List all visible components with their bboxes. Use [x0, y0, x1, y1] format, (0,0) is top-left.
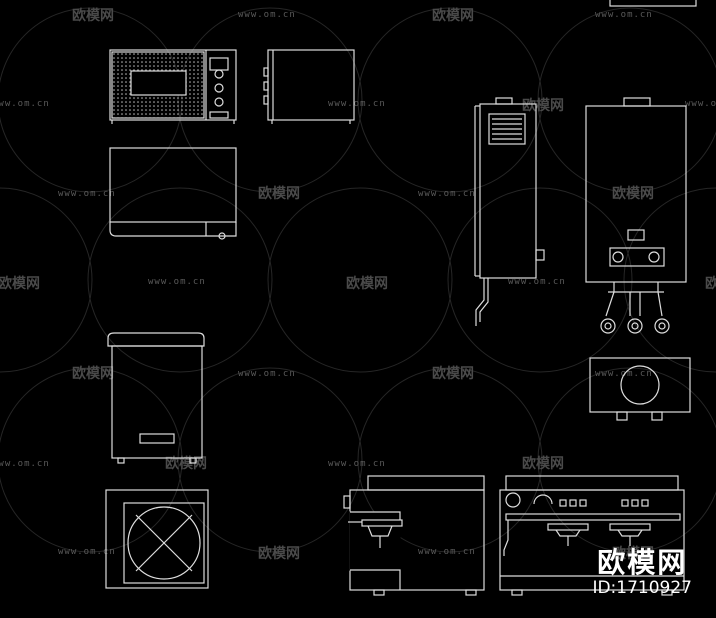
- microwave-front-view: [109, 49, 237, 124]
- svg-text:欧模网: 欧模网: [612, 545, 654, 562]
- svg-text:www.om.cn: www.om.cn: [148, 277, 206, 287]
- svg-text:欧模网: 欧模网: [0, 275, 40, 292]
- coffee-machine-front-view: [499, 475, 685, 596]
- svg-text:www.om.cn: www.om.cn: [238, 10, 296, 20]
- svg-text:www.om.cn: www.om.cn: [0, 99, 50, 109]
- svg-text:www.om.cn: www.om.cn: [328, 459, 386, 469]
- stamp-id: ID:1710927: [592, 578, 692, 598]
- partial-object-top-right: [609, 0, 697, 7]
- coffee-machine-side-view: [343, 475, 485, 596]
- svg-text:欧模网: 欧模网: [612, 185, 654, 202]
- microwave-top-view: [109, 147, 237, 240]
- svg-text:www.om.cn: www.om.cn: [685, 99, 716, 109]
- bin-top-view: [105, 489, 209, 589]
- svg-text:欧模网: 欧模网: [72, 7, 114, 24]
- svg-text:www.om.cn: www.om.cn: [328, 99, 386, 109]
- stamp-logo: 欧模网: [597, 546, 688, 579]
- svg-text:欧模网: 欧模网: [522, 97, 564, 114]
- watermark-url-texts: www.om.cn www.om.cn www.om.cn www.om.cn …: [0, 10, 716, 557]
- id-stamp: 欧模网 ID:1710927: [592, 546, 692, 599]
- bin-front-view: [107, 332, 205, 464]
- svg-text:欧模网: 欧模网: [705, 275, 716, 292]
- svg-text:www.om.cn: www.om.cn: [238, 369, 296, 379]
- water-heater-front-view: [585, 97, 687, 334]
- water-heater-side-view: [474, 97, 545, 326]
- svg-text:www.om.cn: www.om.cn: [58, 547, 116, 557]
- svg-text:www.om.cn: www.om.cn: [418, 547, 476, 557]
- svg-text:www.om.cn: www.om.cn: [595, 369, 653, 379]
- watermark-brand-texts: 欧模网 欧模网 欧模网 欧模网 欧模网 欧模网 欧模网 欧模网 欧模网 欧模网 …: [0, 7, 716, 562]
- svg-text:www.om.cn: www.om.cn: [58, 189, 116, 199]
- svg-text:欧模网: 欧模网: [432, 365, 474, 382]
- microwave-side-view: [263, 49, 355, 124]
- svg-text:www.om.cn: www.om.cn: [595, 10, 653, 20]
- svg-text:欧模网: 欧模网: [346, 275, 388, 292]
- svg-text:www.om.cn: www.om.cn: [0, 459, 50, 469]
- svg-text:欧模网: 欧模网: [258, 545, 300, 562]
- svg-text:欧模网: 欧模网: [522, 455, 564, 472]
- svg-text:www.om.cn: www.om.cn: [508, 277, 566, 287]
- svg-text:欧模网: 欧模网: [72, 365, 114, 382]
- watermark-circles: [0, 7, 716, 553]
- svg-text:www.om.cn: www.om.cn: [418, 189, 476, 199]
- svg-text:欧模网: 欧模网: [258, 185, 300, 202]
- water-heater-bottom-view: [589, 357, 691, 421]
- svg-text:欧模网: 欧模网: [432, 7, 474, 24]
